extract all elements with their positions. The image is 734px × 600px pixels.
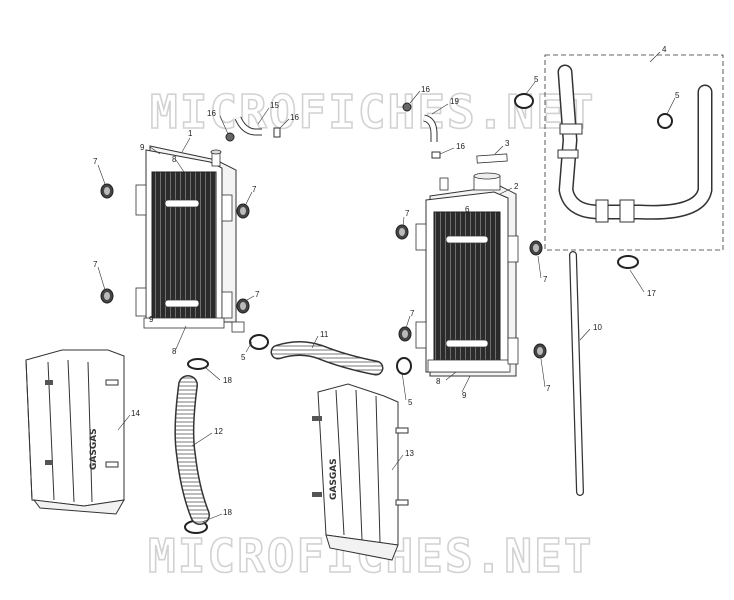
callout-17: 17 [647,289,656,298]
louver-middle: GASGAS [312,383,409,561]
callout-3: 3 [505,139,510,148]
leader-lines [97,51,676,523]
callout-9: 9 [462,391,467,400]
callout-16: 16 [290,113,299,122]
gasket-strip [476,153,508,164]
grommet-icon [100,288,114,304]
grommet-icon [395,224,409,240]
hose-assembly [557,64,713,223]
hose-12 [174,375,210,525]
callout-8: 8 [172,347,177,356]
grommet-icon [100,183,114,199]
callout-13: 13 [405,449,414,458]
callout-8: 8 [436,377,441,386]
callout-9: 9 [149,315,154,324]
callout-7: 7 [93,157,98,166]
hose-clamp-icon [657,113,673,129]
right-radiator [415,172,519,377]
grommet-icon [236,203,250,219]
grommet-icon [236,298,250,314]
callout-12: 12 [214,427,223,436]
callout-11: 11 [320,330,329,339]
grommet-icon [533,343,547,359]
hose-assembly-box [544,54,724,251]
callout-7: 7 [405,209,410,218]
callout-7: 7 [410,309,415,318]
hose-11 [270,341,384,376]
hose-clamp-icon [396,357,412,375]
hose-clamp-icon [617,255,639,269]
callout-16: 16 [207,109,216,118]
hose-elbow-15 [234,116,262,136]
callout-4: 4 [662,45,667,54]
callout-18: 18 [223,508,232,517]
callout-1: 1 [188,129,193,138]
callout-7: 7 [252,185,257,194]
callout-18: 18 [223,376,232,385]
callout-2: 2 [514,182,519,191]
hose-clamp-icon [249,334,269,350]
left-radiator [135,145,245,333]
clip-icon [225,132,235,142]
callout-14: 14 [131,409,140,418]
callout-labels: 1 2 3 4 5 5 5 5 6 7 7 7 7 7 7 7 7 8 8 8 … [93,45,680,517]
hose-10 [569,251,584,496]
callout-16: 16 [421,85,430,94]
callout-7: 7 [546,384,551,393]
brand-logo-middle: GASGAS [329,458,339,500]
hose-elbow-19 [423,114,438,142]
callout-6: 6 [465,205,470,214]
callout-5: 5 [408,398,413,407]
grommet-icon [529,240,543,256]
louver-left: GASGAS [25,349,125,515]
callout-5: 5 [675,91,680,100]
clip-icon [273,127,281,138]
hose-clamp-icon [187,358,209,370]
callout-5: 5 [241,353,246,362]
callout-16: 16 [456,142,465,151]
grommet-icon [398,326,412,342]
callout-5: 5 [534,75,539,84]
watermark-top: MICROFICHES.NET [150,85,595,139]
clip-icon [402,102,412,112]
callout-10: 10 [593,323,602,332]
callout-7: 7 [543,275,548,284]
callout-19: 19 [450,97,459,106]
callout-15: 15 [270,101,279,110]
hose-clamp-icon [514,93,534,109]
callout-7: 7 [255,290,260,299]
callout-7: 7 [93,260,98,269]
clip-icon [431,151,441,159]
callout-9: 9 [140,143,145,152]
callout-8: 8 [172,155,177,164]
brand-logo-left: GASGAS [89,428,99,470]
